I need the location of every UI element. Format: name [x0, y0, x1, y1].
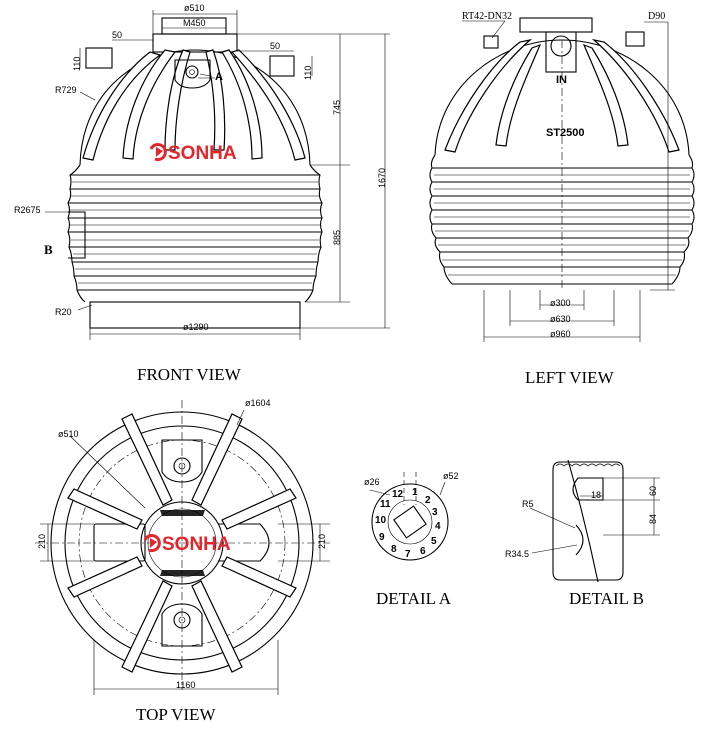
dim-d510-front: ø510: [184, 3, 205, 13]
label-model: ST2500: [546, 127, 585, 139]
dim-84: 84: [648, 513, 658, 524]
sonha-logo-front: SONHA: [149, 143, 237, 164]
dim-50-right: 50: [270, 41, 281, 51]
brand-name-top: SONHA: [162, 534, 231, 555]
dim-d510-top: ø510: [58, 429, 79, 439]
top-view: [35, 400, 330, 695]
dim-r2675: R2675: [14, 205, 41, 215]
dial-number: 11: [380, 499, 391, 510]
dim-d26: ø26: [364, 477, 380, 487]
left-view-title: LEFT VIEW: [525, 368, 614, 387]
dial-number: 3: [432, 507, 438, 518]
dial-number: 8: [391, 544, 397, 555]
dial-number: 2: [425, 495, 431, 506]
brand-name-front: SONHA: [168, 143, 237, 164]
dim-d630: ø630: [550, 314, 571, 324]
front-view: [45, 10, 390, 340]
dim-1160: 1160: [176, 680, 196, 690]
dim-1670: 1670: [377, 167, 387, 188]
label-in: IN: [556, 74, 567, 86]
top-view-title: TOP VIEW: [136, 705, 216, 724]
dim-d1290: ø1290: [183, 322, 209, 332]
dial-number: 1: [412, 487, 418, 498]
dim-210-right: 210: [317, 533, 327, 549]
dim-18: 18: [591, 490, 602, 500]
dim-885: 885: [332, 229, 342, 245]
dial-number: 4: [435, 521, 441, 532]
front-view-title: FRONT VIEW: [137, 365, 241, 384]
dial-number: 9: [379, 532, 385, 543]
dim-d52: ø52: [443, 471, 459, 481]
dim-745: 745: [332, 99, 342, 115]
dim-110-left: 110: [72, 56, 82, 71]
detail-a-title: DETAIL A: [376, 589, 451, 608]
detail-b-drawing: [529, 459, 660, 583]
marker-a: A: [215, 71, 223, 83]
dim-d960: ø960: [550, 329, 571, 339]
dim-d300: ø300: [550, 298, 571, 308]
detail-a-drawing: [369, 472, 449, 561]
dim-210-left: 210: [37, 533, 47, 549]
dial-number: 7: [405, 549, 411, 560]
dim-r5: R5: [522, 499, 534, 509]
dim-r345: R34.5: [505, 549, 530, 559]
detail-b-title: DETAIL B: [569, 589, 644, 608]
dim-r20: R20: [55, 307, 72, 317]
marker-b: B: [44, 242, 53, 257]
label-rt42: RT42-DN32: [462, 11, 512, 22]
dim-d1604: ø1604: [245, 398, 271, 408]
dial-number: 5: [431, 536, 437, 547]
left-view: [429, 17, 695, 342]
dim-50-left: 50: [112, 30, 123, 40]
dim-60: 60: [648, 485, 658, 496]
dim-110-right: 110: [303, 65, 313, 80]
dial-number: 6: [420, 546, 426, 557]
dim-m450: M450: [183, 18, 206, 28]
dial-number: 12: [392, 489, 404, 500]
label-d90: D90: [648, 11, 666, 22]
dial-number: 10: [375, 515, 387, 526]
dim-r729: R729: [55, 85, 77, 95]
